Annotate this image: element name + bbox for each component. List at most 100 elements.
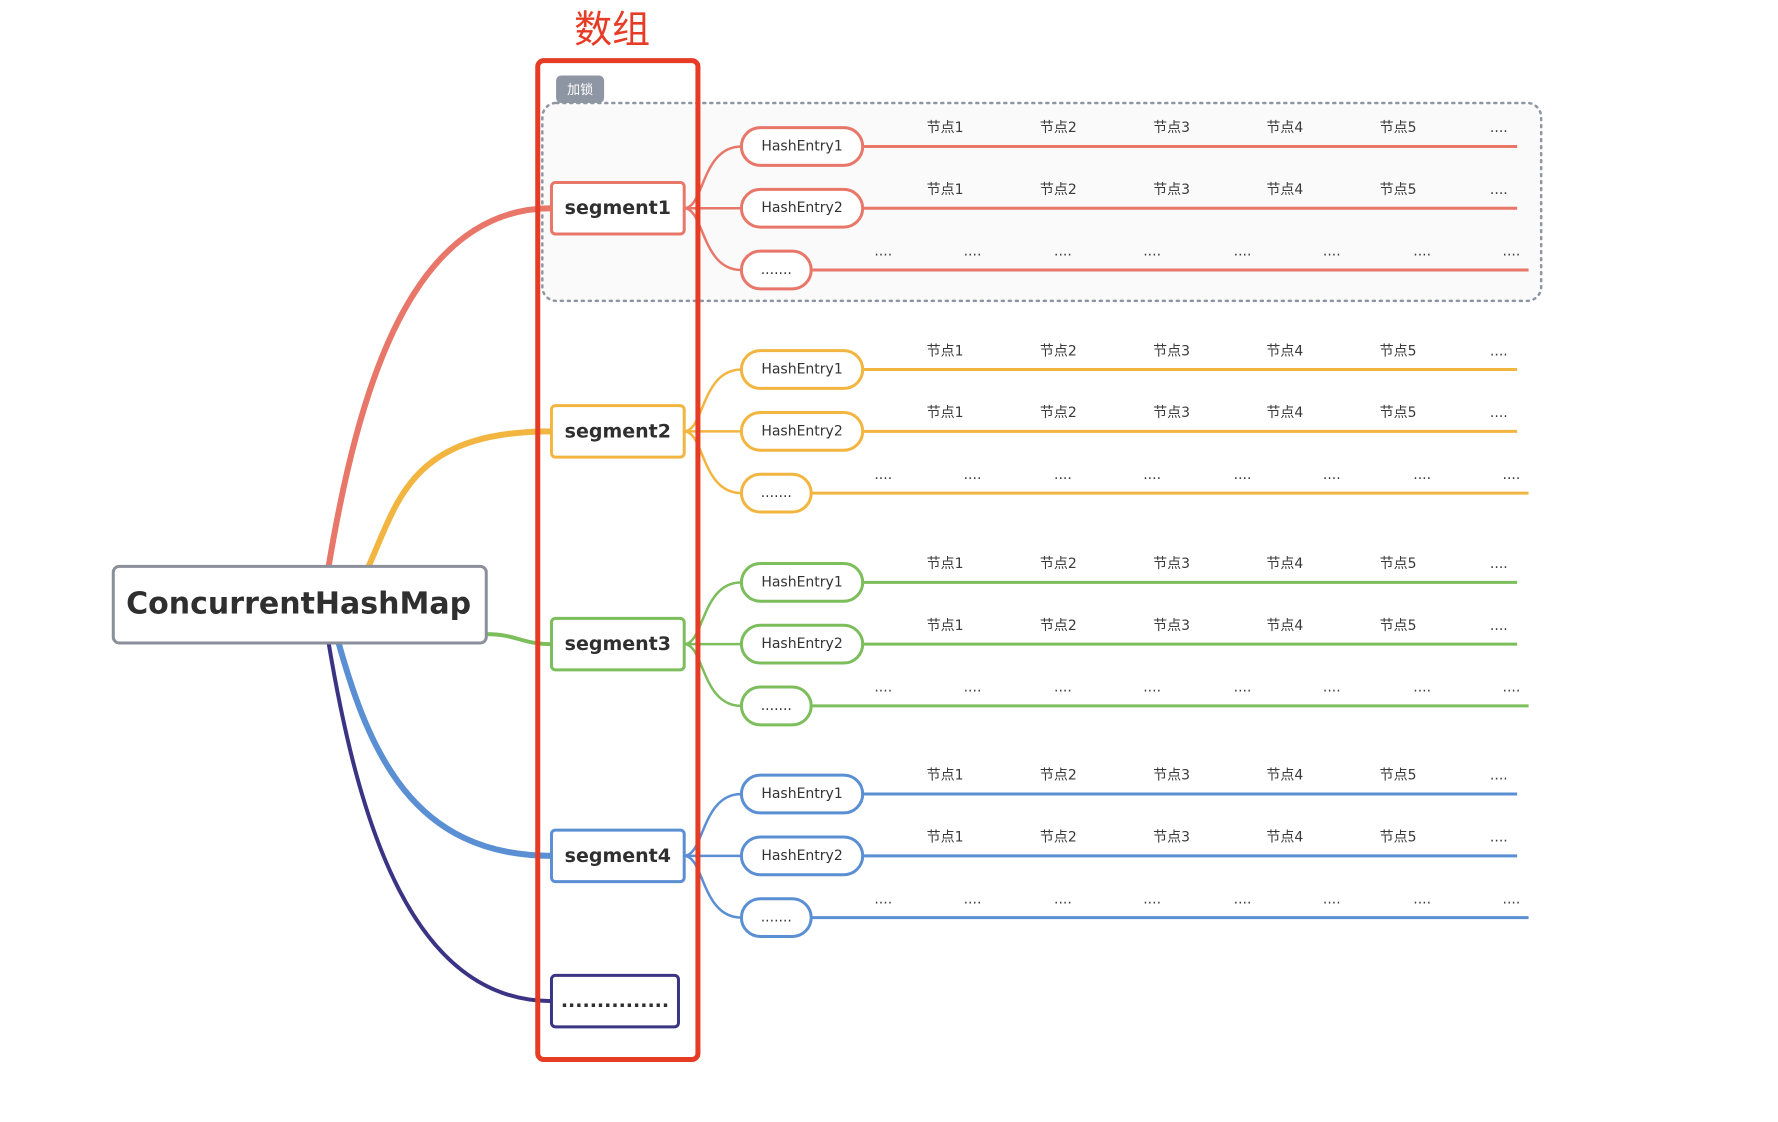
chain-node-label: ....: [1490, 343, 1508, 359]
chain-node-label: ....: [1503, 891, 1521, 907]
root-branch-1: [325, 205, 555, 570]
chain-node-label: ....: [1143, 467, 1161, 483]
segment-more-label: ...............: [561, 990, 669, 1012]
chain-node-label: 节点4: [1266, 182, 1303, 198]
chain-node-label: ....: [1490, 182, 1508, 198]
chain-node-label: ....: [1503, 467, 1521, 483]
hash-entry-more: [739, 685, 813, 727]
chain-node-label: ....: [1234, 467, 1252, 483]
chain-node-label: ....: [1323, 680, 1341, 696]
chain-node-label: ....: [1234, 891, 1252, 907]
segment-1-entry-branch: [683, 206, 742, 272]
chain-node-label: 节点1: [927, 618, 964, 634]
chain-node-label: 节点4: [1266, 830, 1303, 846]
segment-2: [549, 404, 686, 459]
hash-entry-label: HashEntry1: [761, 786, 842, 802]
chain-node-label: ....: [1323, 244, 1341, 260]
chain-node-label: 节点5: [1380, 830, 1417, 846]
chain-node-label: ....: [1143, 680, 1161, 696]
segment-3: [549, 616, 686, 672]
segment-4: [549, 828, 686, 884]
segment-label: segment1: [565, 197, 671, 219]
chain-node-label: 节点1: [927, 120, 964, 136]
segment-2-entry-branch: [683, 368, 742, 433]
chain-node-label: ....: [964, 680, 982, 696]
chain-node-label: 节点1: [927, 556, 964, 572]
segment-1-entry-branch: [683, 145, 742, 210]
chain-node-label: 节点5: [1380, 768, 1417, 784]
hash-entry-label: HashEntry2: [761, 423, 842, 439]
chain-node-label: 节点4: [1266, 618, 1303, 634]
array-frame: [535, 58, 701, 1062]
chain-node-label: 节点3: [1153, 405, 1190, 421]
chain-node-label: 节点1: [927, 405, 964, 421]
chain-node-label: 节点1: [927, 343, 964, 359]
chain-node-label: 节点3: [1153, 556, 1190, 572]
chain-node-label: 节点1: [927, 182, 964, 198]
chain-node-label: 节点2: [1040, 768, 1077, 784]
lock-tag: [556, 75, 605, 103]
chain-node-label: ....: [1054, 891, 1072, 907]
segment-1: [549, 180, 686, 236]
chain-node-label: 节点3: [1153, 618, 1190, 634]
chain-node-label: ....: [1143, 891, 1161, 907]
chain-node-label: 节点2: [1040, 120, 1077, 136]
chain-node-label: 节点2: [1040, 343, 1077, 359]
hash-entry-more: [739, 249, 813, 291]
chain-node-label: ....: [1413, 891, 1431, 907]
chain-node-label: ....: [964, 244, 982, 260]
segment-label: segment4: [565, 845, 671, 867]
segment-4-entry-branch: [683, 792, 742, 858]
hash-entry-label: HashEntry1: [761, 574, 842, 590]
chain-node-label: ....: [1323, 891, 1341, 907]
root-branch-4: [335, 640, 555, 859]
hash-entry-1: [739, 561, 865, 603]
chain-node-label: 节点5: [1380, 120, 1417, 136]
root-node-label: ConcurrentHashMap: [126, 587, 471, 622]
root-branch-5: [326, 641, 554, 1004]
chain-node-label: ....: [1054, 467, 1072, 483]
chain-node-label: 节点2: [1040, 830, 1077, 846]
hash-entry-2: [739, 187, 865, 229]
hash-entry-label: HashEntry1: [761, 362, 842, 378]
chain-node-label: 节点3: [1153, 768, 1190, 784]
chain-node-label: 节点5: [1380, 182, 1417, 198]
chain-node-label: 节点4: [1266, 343, 1303, 359]
chain-node-label: ....: [1413, 680, 1431, 696]
chain-node-label: ....: [874, 244, 892, 260]
segment-3-entry-branch: [683, 581, 742, 646]
root-branch-2: [365, 428, 555, 570]
chain-node-label: ....: [1234, 680, 1252, 696]
chain-node-label: 节点4: [1266, 405, 1303, 421]
hash-entry-more-label: .......: [761, 485, 792, 501]
chain-node-label: 节点5: [1380, 556, 1417, 572]
segment-label: segment2: [565, 420, 671, 442]
chain-node-label: 节点5: [1380, 405, 1417, 421]
chain-node-label: ....: [874, 891, 892, 907]
hash-entry-2: [739, 410, 865, 452]
chain-node-label: ....: [1490, 830, 1508, 846]
chain-node-label: ....: [1413, 244, 1431, 260]
hash-entry-more-label: .......: [761, 910, 792, 926]
hash-entry-1: [739, 126, 865, 167]
lock-tag-label: 加锁: [567, 82, 593, 98]
chain-node-label: 节点5: [1380, 618, 1417, 634]
chain-node-label: 节点2: [1040, 618, 1077, 634]
hash-entry-label: HashEntry2: [761, 200, 842, 216]
hash-entry-label: HashEntry1: [761, 138, 842, 154]
chain-node-label: ....: [1054, 680, 1072, 696]
chain-node-label: ....: [1323, 467, 1341, 483]
chain-node-label: 节点4: [1266, 120, 1303, 136]
chain-node-label: 节点3: [1153, 830, 1190, 846]
chain-node-label: ....: [874, 467, 892, 483]
chain-node-label: 节点2: [1040, 556, 1077, 572]
chain-node-label: ....: [1503, 680, 1521, 696]
hash-entry-2: [739, 835, 865, 877]
hash-entry-2: [739, 623, 865, 665]
chain-node-label: ....: [1490, 120, 1508, 136]
chain-node-label: ....: [1503, 244, 1521, 260]
chain-node-label: ....: [874, 680, 892, 696]
hash-entry-more: [739, 472, 813, 514]
hash-entry-more: [739, 897, 813, 938]
